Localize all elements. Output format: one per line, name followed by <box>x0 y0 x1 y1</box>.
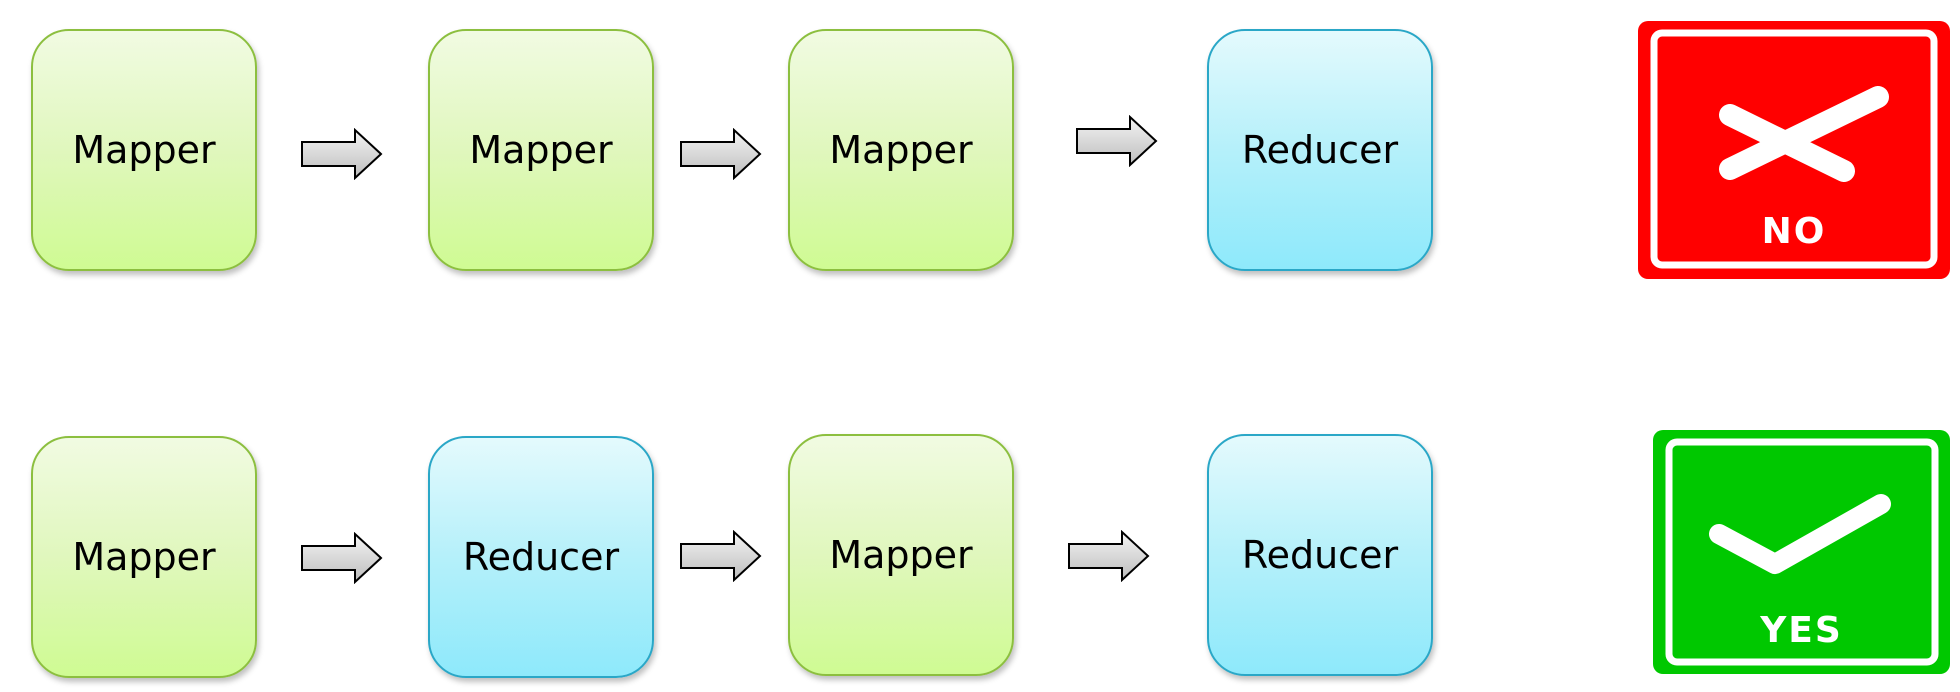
arrow-right-icon <box>301 532 383 584</box>
node-label: Mapper <box>829 533 973 577</box>
node-label: Reducer <box>1241 128 1399 172</box>
arrow-right-icon <box>680 530 762 582</box>
row2-node3-mapper: Mapper <box>788 434 1014 676</box>
check-icon <box>1709 494 1891 574</box>
row1-node1-mapper: Mapper <box>31 29 257 271</box>
yes-label: YES <box>1760 610 1843 651</box>
row2-node4-reducer: Reducer <box>1207 434 1433 676</box>
node-label: Mapper <box>72 128 216 172</box>
row1-node2-mapper: Mapper <box>428 29 654 271</box>
node-label: Reducer <box>462 535 620 579</box>
row1-node3-mapper: Mapper <box>788 29 1014 271</box>
node-label: Mapper <box>72 535 216 579</box>
row1-node4-reducer: Reducer <box>1207 29 1433 271</box>
yes-sign: YES <box>1653 430 1950 674</box>
arrow-right-icon <box>1076 115 1158 167</box>
no-label: NO <box>1761 211 1827 252</box>
no-sign: NO <box>1638 21 1950 279</box>
node-label: Mapper <box>829 128 973 172</box>
node-label: Reducer <box>1241 533 1399 577</box>
arrow-right-icon <box>1068 530 1150 582</box>
node-label: Mapper <box>469 128 613 172</box>
row2-node2-reducer: Reducer <box>428 436 654 678</box>
arrow-right-icon <box>680 128 762 180</box>
x-icon <box>1719 86 1889 182</box>
arrow-right-icon <box>301 128 383 180</box>
row2-node1-mapper: Mapper <box>31 436 257 678</box>
